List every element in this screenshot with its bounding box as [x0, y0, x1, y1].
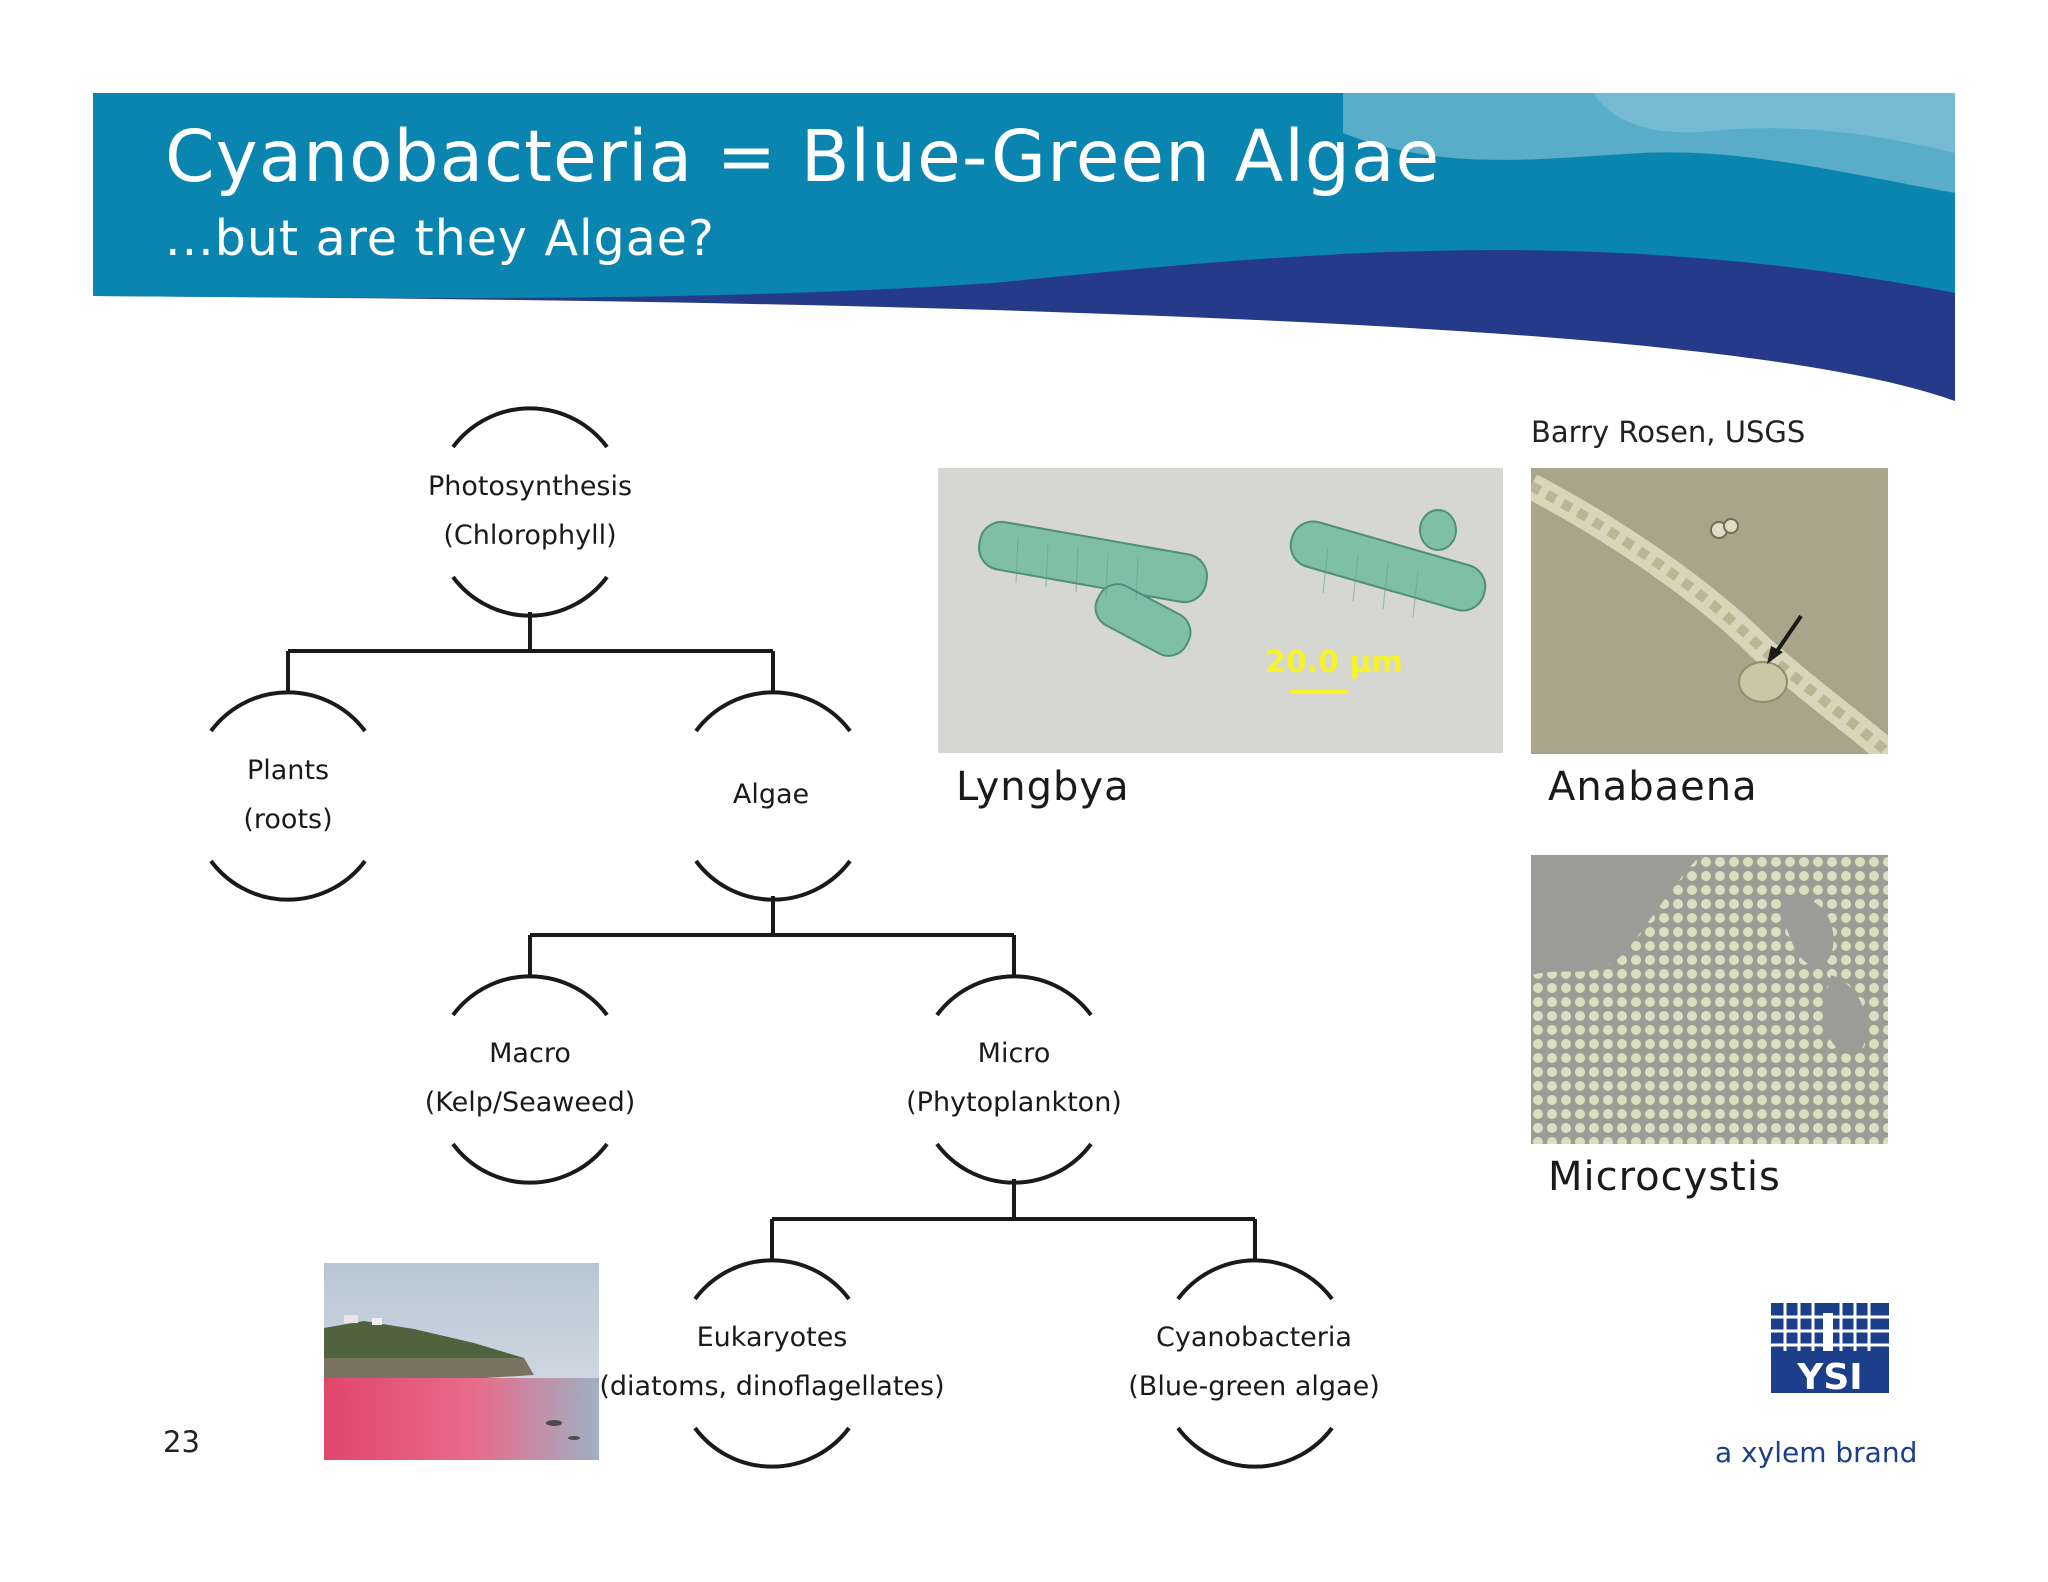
node-arc-macro-bottom: [451, 1142, 609, 1185]
node-algae-label: Algae: [732, 779, 810, 810]
connector-root: [286, 612, 775, 693]
lyngbya-photo: [938, 468, 1503, 753]
node-eukaryotes-label: Eukaryotes: [696, 1322, 848, 1353]
node-eukaryotes-sublabel: (diatoms, dinoflagellates): [599, 1371, 945, 1402]
slide-subtitle: ...but are they Algae?: [165, 210, 715, 267]
connector-micro: [770, 1179, 1257, 1261]
node-photosynthesis: Photosynthesis (Chlorophyll): [428, 462, 632, 560]
anabaena-photo: [1531, 468, 1888, 754]
node-eukaryotes: Eukaryotes (diatoms, dinoflagellates): [599, 1313, 944, 1411]
header-banner: [93, 93, 1955, 401]
microcystis-photo: [1531, 855, 1888, 1144]
node-cyanobacteria: Cyanobacteria (Blue-green algae): [1128, 1313, 1379, 1411]
node-macro-sublabel: (Kelp/Seaweed): [424, 1087, 636, 1118]
node-photosynthesis-sublabel: (Chlorophyll): [443, 520, 617, 551]
node-micro-sublabel: (Phytoplankton): [906, 1087, 1122, 1118]
node-arc-algae-bottom: [694, 859, 852, 902]
node-plants-sublabel: (roots): [243, 804, 333, 835]
node-arc-algae-top: [694, 690, 852, 733]
scale-bar-label: 20.0 µm: [1265, 645, 1403, 680]
ysi-logo: YSI: [1771, 1303, 1889, 1398]
node-arc-eukaryotes-bottom: [693, 1426, 851, 1469]
node-macro-label: Macro: [489, 1038, 571, 1069]
page-number: 23: [163, 1425, 200, 1459]
lyngbya-caption: Lyngbya: [956, 764, 1130, 810]
logo-tagline: a xylem brand: [1715, 1436, 1918, 1469]
node-arc-micro-top: [935, 974, 1093, 1017]
anabaena-caption: Anabaena: [1548, 764, 1758, 810]
node-arc-eukaryotes-top: [693, 1258, 851, 1301]
svg-text:YSI: YSI: [1796, 1357, 1862, 1398]
microcystis-caption: Microcystis: [1548, 1154, 1781, 1200]
node-cyanobacteria-sublabel: (Blue-green algae): [1128, 1371, 1380, 1402]
node-plants: Plants (roots): [243, 746, 332, 844]
node-micro: Micro (Phytoplankton): [906, 1029, 1122, 1127]
node-algae: Algae: [733, 770, 809, 819]
node-photosynthesis-label: Photosynthesis: [427, 471, 633, 502]
photo-credit: Barry Rosen, USGS: [1531, 415, 1806, 449]
node-arc-macro-top: [451, 974, 609, 1017]
node-arc-cyanobacteria-bottom: [1176, 1426, 1334, 1469]
node-arc-root-top: [451, 406, 609, 449]
node-macro: Macro (Kelp/Seaweed): [425, 1029, 636, 1127]
node-arc-root-bottom: [451, 575, 609, 618]
connector-algae: [528, 896, 1016, 977]
node-arc-cyanobacteria-top: [1176, 1258, 1334, 1301]
node-arc-plants-bottom: [209, 859, 367, 902]
node-arc-plants-top: [209, 690, 367, 733]
node-micro-label: Micro: [977, 1038, 1051, 1069]
node-cyanobacteria-label: Cyanobacteria: [1156, 1322, 1352, 1353]
node-arc-micro-bottom: [935, 1142, 1093, 1185]
node-plants-label: Plants: [246, 755, 330, 786]
red-bloom-photo: [324, 1263, 599, 1460]
slide-title: Cyanobacteria = Blue-Green Algae: [165, 115, 1441, 198]
